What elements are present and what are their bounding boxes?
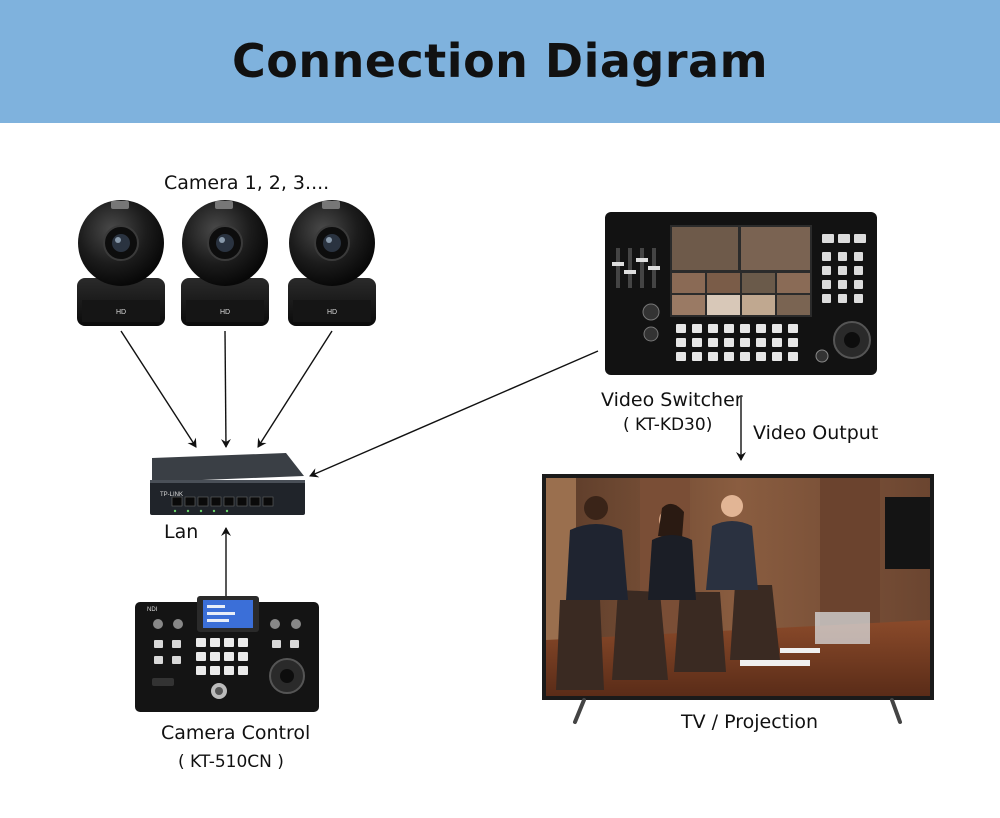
tv-display — [542, 474, 934, 724]
header-banner: Connection Diagram — [0, 0, 1000, 123]
person-left — [566, 496, 628, 600]
page-title: Connection Diagram — [231, 34, 769, 88]
control-brand: NDI — [147, 607, 158, 613]
camera-control-keyboard: NDI — [135, 596, 319, 712]
switcher-monitor-tiles — [672, 227, 810, 315]
switcher-name-label: Video Switcher — [601, 389, 743, 411]
camera-hd-badge: HD — [220, 309, 230, 316]
arrow-camera1-to-lan — [120, 330, 197, 448]
camera-2: HD — [181, 200, 269, 326]
cameras-label: Camera 1, 2, 3.... — [164, 172, 330, 194]
tv-scene — [546, 478, 930, 696]
camera-hd-badge: HD — [327, 309, 337, 316]
control-name-label: Camera Control — [161, 722, 311, 744]
camera-3: HD — [288, 200, 376, 326]
switcher-model-label: ( KT-KD30) — [623, 415, 713, 435]
arrow-switcher-to-lan — [309, 350, 599, 478]
tv-label: TV / Projection — [681, 711, 819, 733]
video-output-label: Video Output — [753, 422, 879, 444]
lan-switch: TP-LINK — [150, 453, 305, 515]
lan-label: Lan — [164, 521, 199, 543]
camera-1: HD — [77, 200, 165, 326]
control-model-label: ( KT-510CN ) — [178, 752, 284, 772]
video-switcher — [605, 212, 877, 375]
person-middle — [648, 503, 696, 600]
person-right — [706, 495, 758, 590]
arrow-camera3-to-lan — [257, 330, 333, 448]
connection-arrows — [120, 330, 746, 596]
switch-brand: TP-LINK — [160, 492, 183, 498]
camera-hd-badge: HD — [116, 309, 126, 316]
arrow-camera2-to-lan — [220, 330, 231, 448]
